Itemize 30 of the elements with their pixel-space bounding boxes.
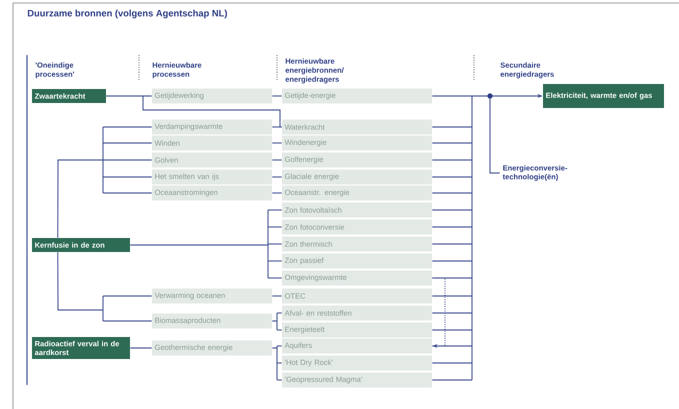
connector-line: [490, 96, 500, 174]
connector-line: [102, 192, 152, 194]
connector-line: [432, 192, 472, 194]
connector-line: [268, 260, 282, 262]
connector-line: [272, 176, 282, 178]
connector-line: [268, 226, 282, 228]
connector-line: [272, 346, 278, 380]
connector-line: [102, 126, 152, 128]
connector-line: [102, 320, 152, 322]
arrow: [432, 278, 446, 348]
connector-line: [272, 312, 278, 330]
connector-line: [432, 142, 472, 144]
connector-line: [276, 362, 282, 364]
connector-line: [272, 126, 282, 128]
connector-line: [432, 312, 472, 314]
connector-line: [57, 126, 104, 238]
connector-line: [432, 176, 472, 178]
connector-line: [432, 260, 472, 262]
title: Duurzame bronnen (volgens Agentschap NL): [28, 10, 227, 18]
connector-line: [432, 126, 472, 128]
connector-line: [57, 252, 104, 322]
connector-line: [106, 96, 282, 128]
connector-line: [272, 142, 282, 144]
connector-line: [432, 226, 472, 228]
connector-line: [102, 176, 152, 178]
connector-line: [130, 210, 268, 278]
connector-line: [432, 362, 472, 364]
connector-line: [102, 142, 152, 144]
connector-line: [272, 192, 282, 194]
connector-line: [276, 312, 282, 314]
